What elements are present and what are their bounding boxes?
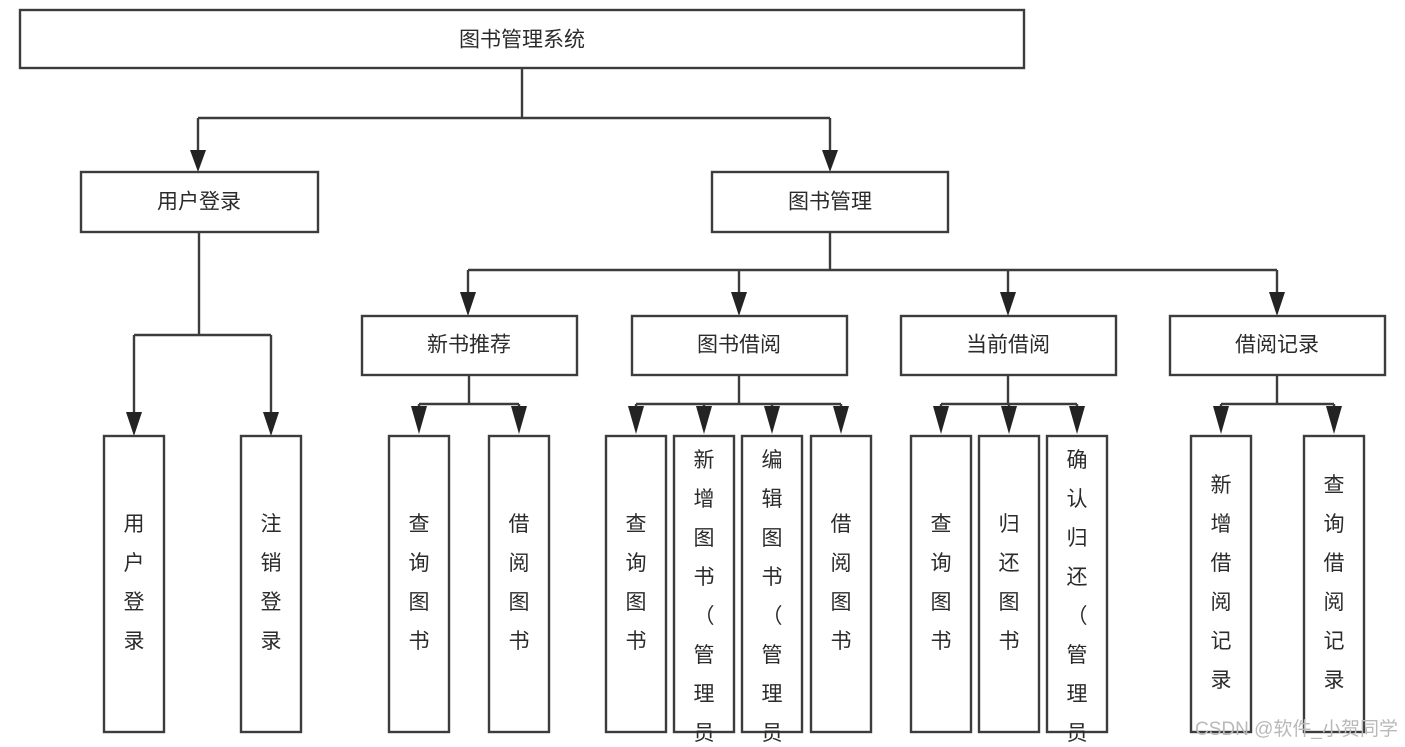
leaf-borrow-record-2-box[interactable] [1302,434,1366,734]
leaf-current-borrow-3-label: 确认归还（管理员） [1067,449,1088,747]
node-current-borrow-label: 当前借阅 [966,334,1050,357]
arrow-record-leaf-2 [1326,406,1342,434]
node-new-book-recommend-label: 新书推荐 [427,334,511,357]
arrow-newbook-leaf-2 [511,406,527,434]
arrow-borrow-leaf-1 [628,406,644,434]
leaf-new-book-2-label: 借阅图书 [509,513,530,653]
node-new-book-recommend[interactable]: 新书推荐 [360,314,579,377]
node-borrow-record[interactable]: 借阅记录 [1168,314,1387,377]
leaf-current-borrow-3-box[interactable] [1045,434,1109,734]
leaf-borrow-record-2[interactable]: 查询借阅记录 [1302,434,1366,734]
arrow-borrow-leaf-2 [696,406,712,434]
node-current-borrow-box[interactable] [899,314,1118,377]
leaf-user-login-2-box[interactable] [239,434,303,734]
arrow-bookmgmt-child-1 [460,292,476,316]
leaf-user-login-1-label: 用户登录 [124,513,145,653]
leaf-book-borrow-2-label: 新增图书（管理员） [694,449,715,747]
arrow-current-leaf-2 [1001,406,1017,434]
node-book-management-label: 图书管理 [788,191,872,214]
arrow-root-to-login [190,150,206,172]
leaf-current-borrow-2-box[interactable] [977,434,1041,734]
leaf-user-login-1-box[interactable] [102,434,166,734]
leaf-book-borrow-3-box[interactable] [740,434,804,734]
leaf-book-borrow-1-label: 查询图书 [626,513,647,653]
leaf-new-book-1[interactable]: 查询图书 [387,434,451,734]
leaf-new-book-1-label: 查询图书 [409,513,430,653]
leaf-user-login-2-label: 注销登录 [261,513,282,653]
node-book-borrow[interactable]: 图书借阅 [630,314,849,377]
node-user-login-label: 用户登录 [157,191,241,214]
arrow-bookmgmt-child-3 [1000,292,1016,316]
leaf-book-borrow-4[interactable]: 借阅图书 [809,434,873,734]
leaf-book-borrow-1[interactable]: 查询图书 [604,434,668,734]
leaf-current-borrow-1-box[interactable] [909,434,973,734]
leaf-book-borrow-3[interactable]: 编辑图书（管理员） [740,434,804,747]
node-book-borrow-label: 图书借阅 [697,334,781,357]
arrow-newbook-leaf-1 [411,406,427,434]
leaf-book-borrow-1-box[interactable] [604,434,668,734]
arrow-borrow-leaf-4 [833,406,849,434]
leaf-book-borrow-4-box[interactable] [809,434,873,734]
leaf-new-book-1-box[interactable] [387,434,451,734]
node-borrow-record-label: 借阅记录 [1235,334,1319,357]
leaf-book-borrow-2[interactable]: 新增图书（管理员） [672,434,736,747]
leaf-book-borrow-4-label: 借阅图书 [831,513,852,653]
leaf-new-book-2[interactable]: 借阅图书 [487,434,551,734]
leaf-user-login-2[interactable]: 注销登录 [239,434,303,734]
leaf-current-borrow-1[interactable]: 查询图书 [909,434,973,734]
leaf-book-borrow-2-box[interactable] [672,434,736,734]
node-root-label: 图书管理系统 [459,29,585,52]
node-book-management[interactable]: 图书管理 [710,170,950,234]
arrow-current-leaf-1 [933,406,949,434]
leaf-new-book-2-box[interactable] [487,434,551,734]
leaf-borrow-record-1[interactable]: 新增借阅记录 [1189,434,1253,734]
csdn-watermark: CSDN @软件_小贺同学 [1195,718,1398,740]
arrow-login-leaf-2 [263,412,279,436]
arrow-record-leaf-1 [1213,406,1229,434]
node-book-borrow-box[interactable] [630,314,849,377]
leaf-borrow-record-2-label: 查询借阅记录 [1324,474,1345,692]
leaf-current-borrow-1-label: 查询图书 [931,513,952,653]
leaf-current-borrow-2-label: 归还图书 [999,513,1020,653]
leaf-borrow-record-1-label: 新增借阅记录 [1211,474,1232,692]
arrow-current-leaf-3 [1069,406,1085,434]
node-user-login-box[interactable] [79,170,320,234]
node-root-box[interactable] [18,8,1026,70]
arrow-borrow-leaf-3 [764,406,780,434]
node-root[interactable]: 图书管理系统 [18,8,1026,70]
arrow-root-to-bookmgmt [822,150,838,172]
leaf-borrow-record-1-box[interactable] [1189,434,1253,734]
leaf-book-borrow-3-label: 编辑图书（管理员） [762,449,783,747]
leaf-current-borrow-2[interactable]: 归还图书 [977,434,1041,734]
arrow-bookmgmt-child-4 [1269,292,1285,316]
node-book-management-box[interactable] [710,170,950,234]
connectors-layer [126,68,1342,436]
node-borrow-record-box[interactable] [1168,314,1387,377]
node-new-book-recommend-box[interactable] [360,314,579,377]
arrow-login-leaf-1 [126,412,142,436]
node-current-borrow[interactable]: 当前借阅 [899,314,1118,377]
arrow-bookmgmt-child-2 [731,292,747,316]
node-user-login[interactable]: 用户登录 [79,170,320,234]
leaf-user-login-1[interactable]: 用户登录 [102,434,166,734]
leaf-current-borrow-3[interactable]: 确认归还（管理员） [1045,434,1109,747]
